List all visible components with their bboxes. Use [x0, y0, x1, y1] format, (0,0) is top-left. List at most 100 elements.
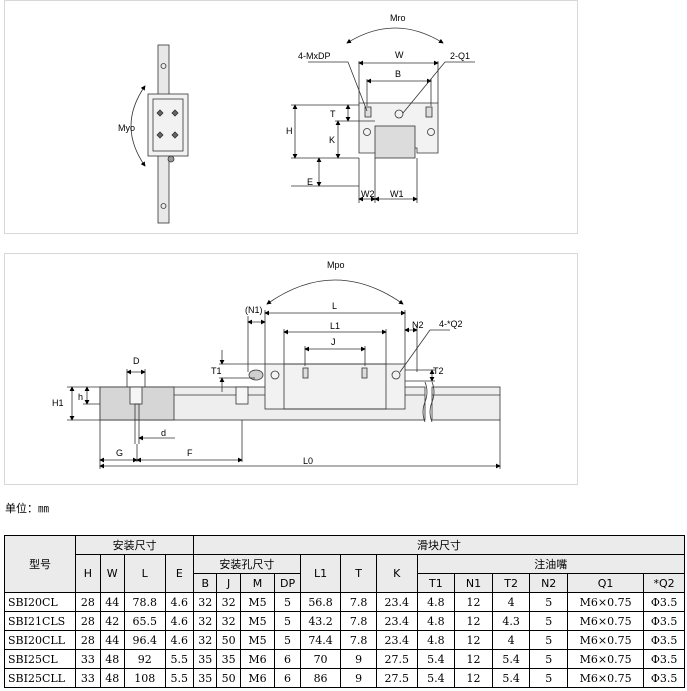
table-cell: M6×0.75	[566, 668, 645, 688]
table-cell: 108	[123, 668, 166, 688]
table-cell: Φ3.5	[643, 611, 685, 631]
table-cell: 5.4	[491, 649, 531, 669]
table-cell: 5.4	[416, 649, 456, 669]
header-j: J	[216, 573, 241, 593]
table-cell: M5	[239, 611, 276, 631]
label-l: L	[332, 301, 337, 311]
table-cell: 5.5	[164, 649, 195, 669]
table-cell: 23.4	[375, 611, 418, 631]
header-m: M	[239, 573, 276, 593]
table-cell: 5	[274, 592, 301, 612]
label-g: G	[116, 448, 123, 458]
table-cell: 9	[340, 649, 377, 669]
header-l1: L1	[299, 554, 342, 593]
table-cell: 56.8	[299, 592, 342, 612]
table-cell: 48	[99, 668, 125, 688]
table-cell: 32	[216, 592, 241, 612]
model-cell: SBI25CL	[3, 649, 77, 669]
table-cell: 4	[491, 630, 531, 650]
model-cell: SBI25CLL	[3, 668, 77, 688]
table-cell: 96.4	[123, 630, 166, 650]
table-cell: Φ3.5	[643, 649, 685, 669]
table-cell: 6	[274, 668, 301, 688]
label-k: K	[329, 135, 335, 145]
label-e: E	[307, 177, 313, 187]
header-w: W	[99, 554, 125, 593]
header-t2: T2	[491, 573, 531, 593]
header-k: K	[375, 554, 418, 593]
table-cell: Φ3.5	[643, 592, 685, 612]
table-cell: 50	[216, 668, 241, 688]
table-cell: 86	[299, 668, 342, 688]
table-cell: 42	[99, 611, 125, 631]
label-h-small: h	[78, 392, 83, 402]
table-cell: 4.8	[416, 611, 456, 631]
table-cell: 35	[193, 649, 218, 669]
label-d-lower: d	[161, 428, 166, 438]
table-cell: 78.8	[123, 592, 166, 612]
table-cell: 27.5	[375, 649, 418, 669]
table-cell: 35	[193, 668, 218, 688]
label-d-upper: D	[133, 356, 140, 366]
label-q1: 2-Q1	[450, 51, 470, 61]
table-cell: M6	[239, 649, 276, 669]
table-cell: Φ3.5	[643, 630, 685, 650]
label-j: J	[331, 337, 336, 347]
table-cell: 4.3	[491, 611, 531, 631]
table-cell: 32	[193, 611, 218, 631]
table-cell: 5	[529, 649, 568, 669]
table-cell: M5	[239, 592, 276, 612]
label-n1: (N1)	[245, 305, 263, 315]
table-cell: M6×0.75	[566, 630, 645, 650]
table-cell: 65.5	[123, 611, 166, 631]
label-w2: W2	[361, 189, 375, 199]
bottom-drawing: Mpo (N1) L N2 4-*Q2 L1 J T1 T2 D h H1 d …	[52, 260, 501, 469]
table-cell: 5.4	[491, 668, 531, 688]
table-cell: 28	[75, 592, 101, 612]
label-mxdp: 4-MxDP	[298, 51, 331, 61]
table-cell: M5	[239, 630, 276, 650]
table-cell: 44	[99, 630, 125, 650]
table-cell: 5	[529, 611, 568, 631]
table-cell: 9	[340, 668, 377, 688]
table-cell: 74.4	[299, 630, 342, 650]
table-cell: 4.6	[164, 630, 195, 650]
table-cell: 35	[216, 649, 241, 669]
table-cell: 44	[99, 592, 125, 612]
bottom-drawing-panel: Mpo (N1) L N2 4-*Q2 L1 J T1 T2 D h H1 d …	[4, 253, 578, 485]
table-cell: 33	[75, 668, 101, 688]
header-t1: T1	[416, 573, 456, 593]
table-cell: 23.4	[375, 630, 418, 650]
label-n2: N2	[412, 320, 424, 330]
table-cell: M6×0.75	[566, 611, 645, 631]
label-h: H	[286, 126, 293, 136]
label-myo: Myo	[118, 123, 135, 133]
top-drawing: Mro Myo 4-MxDP W 2-Q1 B T H K E W2 W1	[118, 13, 475, 224]
label-l0: L0	[303, 456, 313, 466]
label-l1: L1	[330, 321, 340, 331]
table-cell: 5	[274, 630, 301, 650]
table-cell: 23.4	[375, 592, 418, 612]
table-cell: 5	[529, 630, 568, 650]
label-w: W	[395, 50, 404, 60]
header-e: E	[164, 554, 195, 593]
header-n2: N2	[529, 573, 568, 593]
table-cell: 32	[193, 630, 218, 650]
table-cell: 6	[274, 649, 301, 669]
table-cell: 32	[193, 592, 218, 612]
table-cell: 4.6	[164, 611, 195, 631]
table-cell: 28	[75, 611, 101, 631]
label-b: B	[395, 69, 401, 79]
header-install-size: 安装尺寸	[75, 535, 195, 555]
table-cell: 7.8	[340, 611, 377, 631]
label-h1: H1	[52, 398, 64, 408]
table-cell: 5	[274, 611, 301, 631]
table-cell: 92	[123, 649, 166, 669]
header-b: B	[193, 573, 218, 593]
table-cell: 7.8	[340, 630, 377, 650]
label-mpo: Mpo	[327, 260, 345, 270]
